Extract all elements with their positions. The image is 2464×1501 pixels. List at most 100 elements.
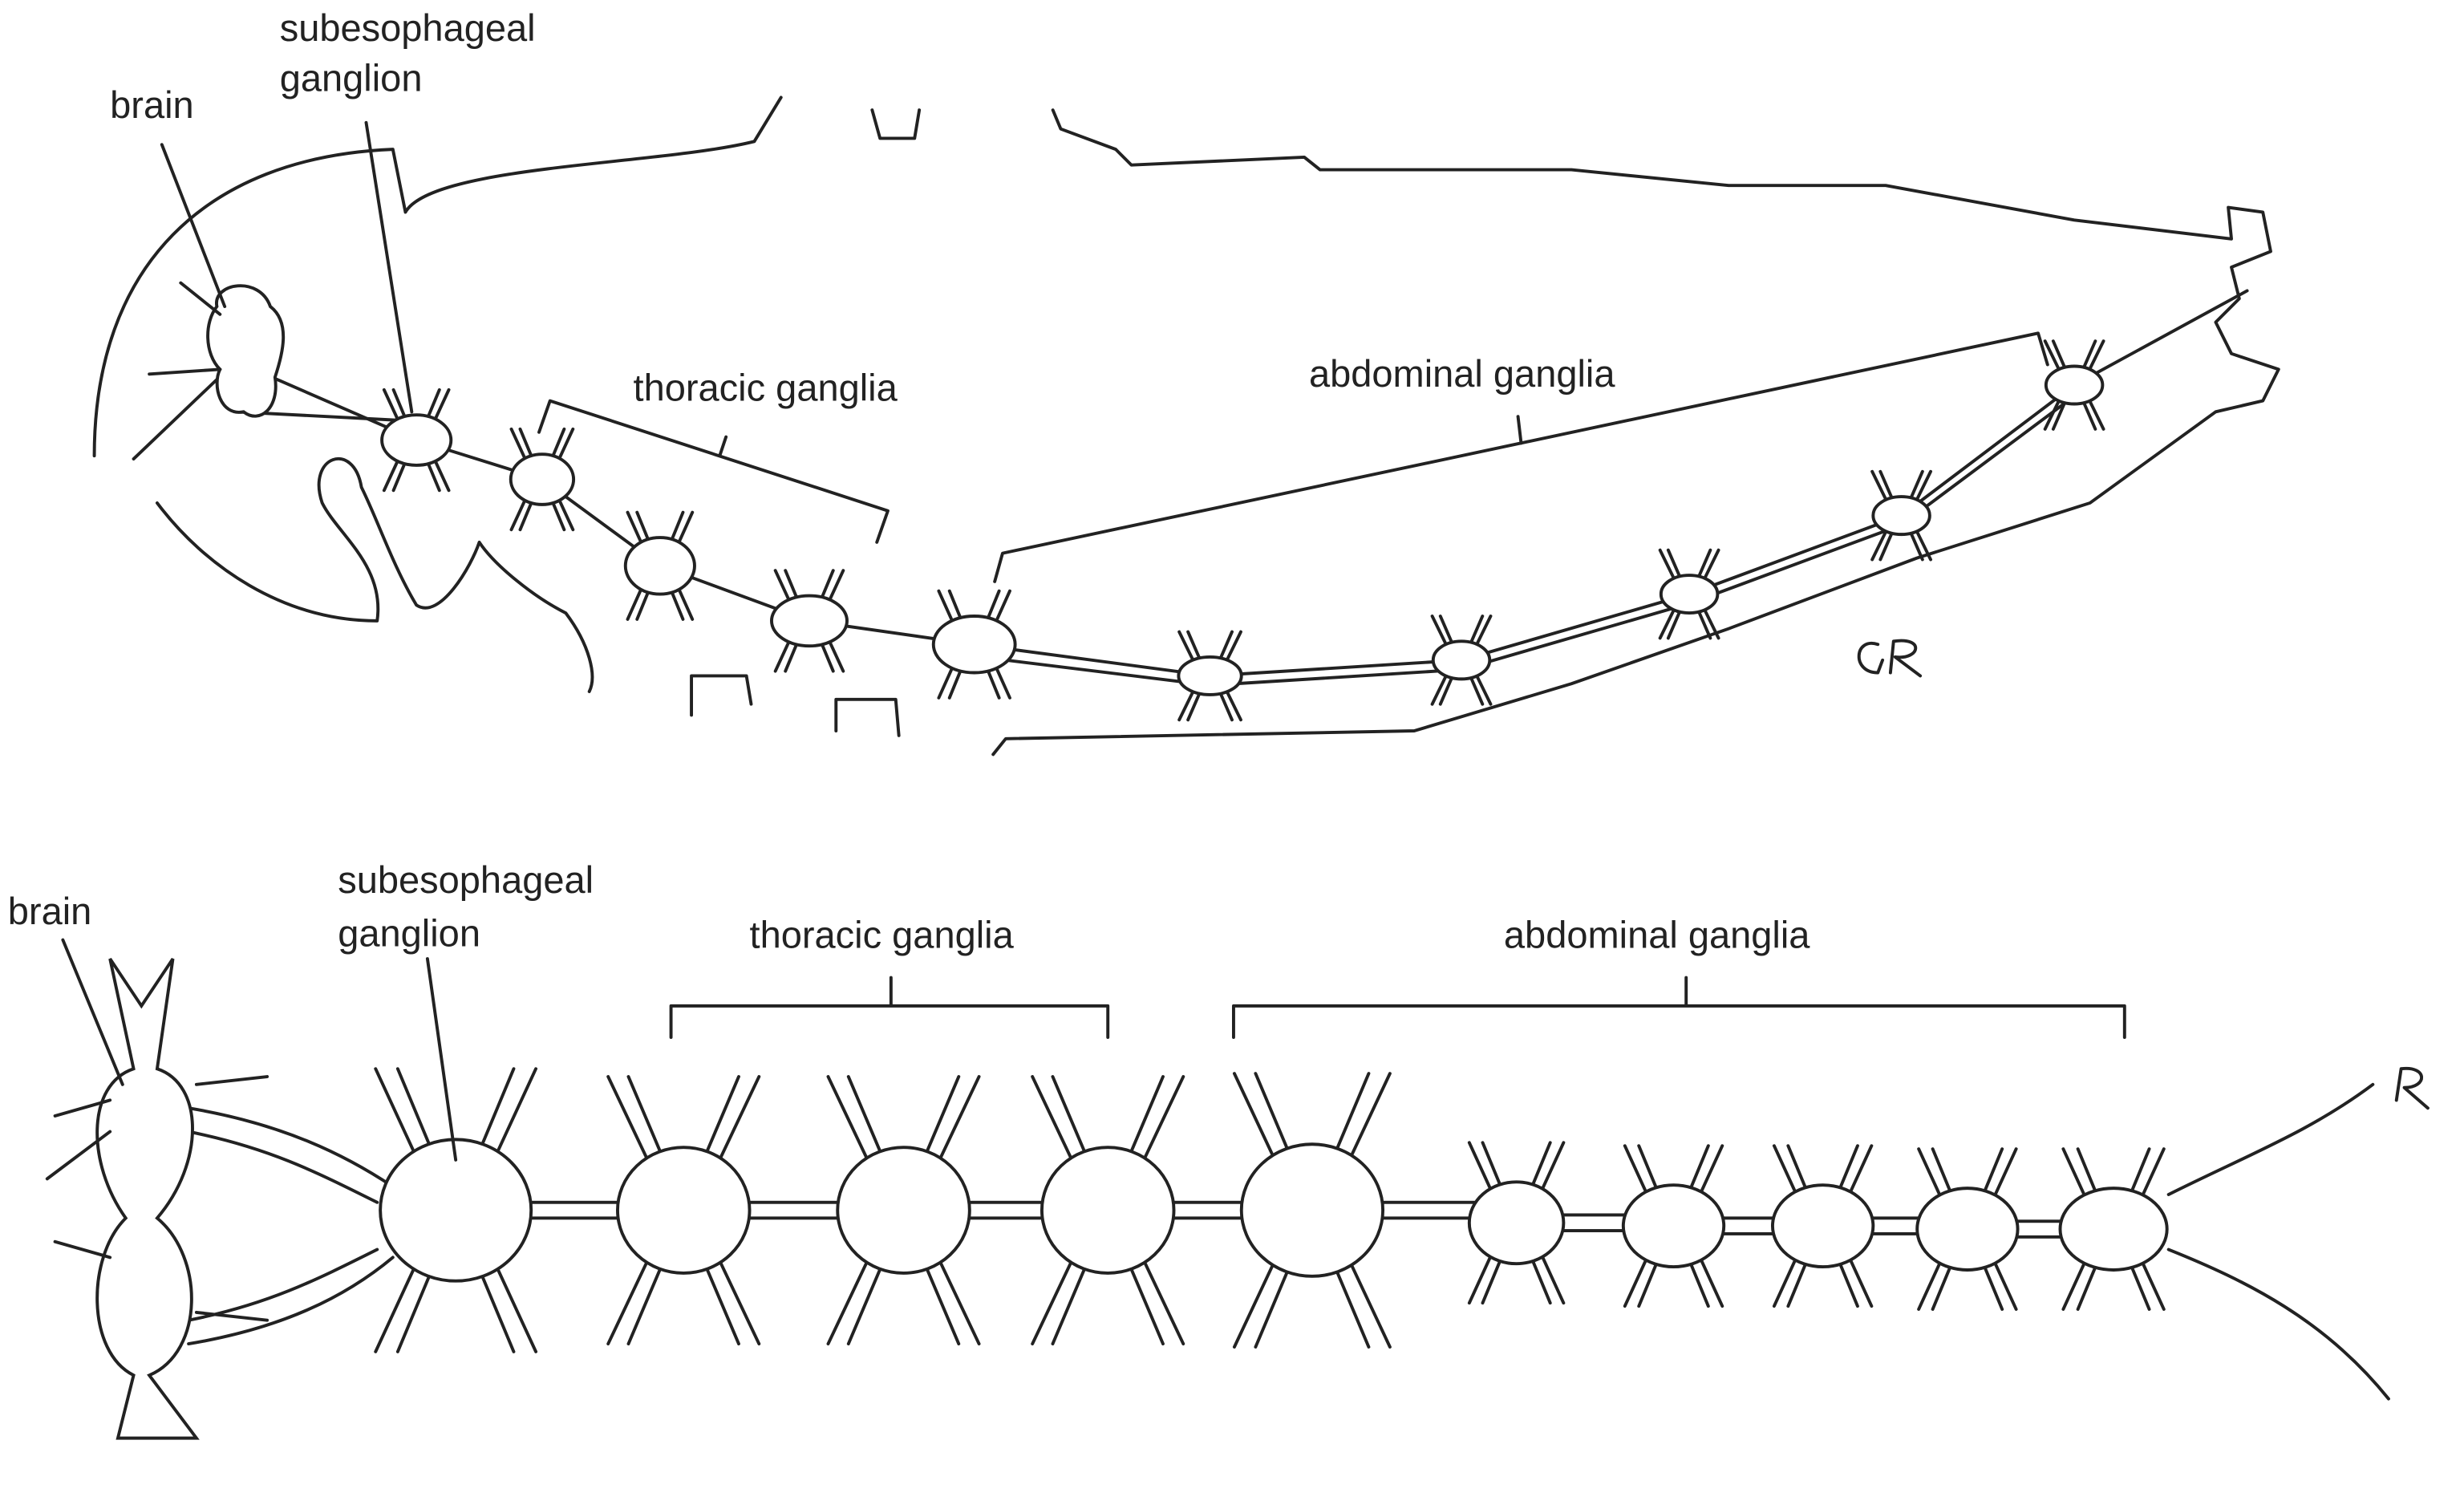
nerve-branch (1467, 1141, 1495, 1196)
nerve-branch (518, 427, 535, 461)
ganglion-body (1177, 655, 1243, 696)
nerve-branch (2076, 1147, 2100, 1199)
nerve-branch (715, 1075, 761, 1168)
nerve-branch (934, 1252, 981, 1346)
nerve-branch (1125, 1259, 1165, 1346)
nerve-branch (492, 1067, 538, 1162)
connective (1865, 1216, 1925, 1235)
nerve-branch (1232, 1255, 1279, 1349)
ganglion-body (1467, 1180, 1566, 1266)
abdominal-ganglion (931, 589, 1017, 700)
nerve-branch (2051, 398, 2068, 431)
lateral-view: brain subesophageal ganglion thoracic ga… (92, 6, 2280, 757)
nerve-branch (1623, 1252, 1651, 1308)
nerve-branch (675, 510, 695, 548)
abdominal-ganglion (2043, 339, 2105, 431)
nerve-branch (1696, 1144, 1724, 1199)
ventral-view: brain subesophageal ganglion thoracic ga… (8, 858, 2430, 1440)
cerci-nerves (2166, 1082, 2390, 1401)
nerve-branch (1139, 1075, 1185, 1168)
nerve-branch (476, 1067, 516, 1155)
nerve-branch (626, 584, 645, 621)
thoracic-ganglion (826, 1075, 981, 1346)
nerve-branch (993, 589, 1011, 627)
nerve-branch (1786, 1256, 1810, 1308)
ganglion-body (379, 1138, 533, 1283)
nerve-branch (826, 636, 845, 673)
nerve-branch (509, 427, 529, 464)
nerve-branch (1846, 1144, 1874, 1199)
nerve-branch (1331, 1261, 1371, 1349)
nerve-branch (1051, 1075, 1090, 1162)
nerve-branch (1870, 527, 1889, 562)
nerve-branch (1696, 1252, 1724, 1308)
abdominal-ganglion (2058, 1147, 2169, 1311)
nerve-branch (626, 510, 645, 548)
ganglion-body (1915, 1187, 2020, 1272)
nerve-branch (626, 1259, 666, 1346)
nerve-branch (1481, 1254, 1504, 1305)
nerve-branch (701, 1075, 740, 1162)
brain-pointer (61, 938, 124, 1086)
abdominal-bracket (993, 331, 2049, 583)
nerve-branch (1218, 630, 1234, 663)
nerve-branch (1430, 671, 1449, 706)
subesophageal-ganglion (374, 1067, 538, 1353)
nerve-branch (395, 1265, 435, 1353)
brain-shape (95, 958, 200, 1440)
nerve-branch (374, 1258, 420, 1353)
nerve-branch (432, 387, 451, 424)
abdominal-ganglion (1915, 1147, 2020, 1311)
label-abdominal-ganglia: abdominal ganglia (1309, 352, 1615, 395)
antenna-nerve (148, 281, 222, 376)
connective (962, 1200, 1050, 1220)
nerve-branch (1218, 689, 1234, 722)
nerve-branch (556, 495, 575, 532)
nerve-cord (132, 289, 2249, 678)
connective (2009, 1219, 2069, 1239)
nerve-branch (606, 1075, 653, 1168)
nerve-branch (1658, 606, 1677, 640)
nerve-branch (1687, 1144, 1710, 1195)
brain-pointer (160, 143, 227, 308)
nerve-branch (2081, 339, 2097, 372)
nerve-branch (922, 1259, 961, 1346)
nerve-branch (382, 456, 401, 493)
nerve-branch (492, 1258, 538, 1353)
nerve-branch (1538, 1141, 1566, 1196)
nerve-branch (1917, 1147, 1944, 1203)
nerve-branch (1538, 1249, 1566, 1305)
nerve-branch (1878, 469, 1895, 502)
ganglion-body (616, 1146, 752, 1275)
nerve-branch (1438, 673, 1455, 706)
nerve-branch (1666, 548, 1683, 581)
abdominal-bracket (1232, 976, 2126, 1040)
nerve-branch (1772, 1144, 1800, 1199)
nerve-branch (1623, 1144, 1651, 1199)
nerve-branch (1224, 630, 1242, 664)
thoracic-ganglion (606, 1075, 761, 1346)
ganglion-body (2058, 1187, 2169, 1272)
ventral-ganglia (45, 958, 2169, 1440)
abdominal-ganglion (1177, 630, 1243, 722)
nerve-branch (1772, 1252, 1800, 1308)
nerve-branch (1481, 1141, 1504, 1192)
nerve-branch (937, 662, 956, 700)
nerve-branch (1232, 1072, 1279, 1166)
nerve-branch (934, 1075, 981, 1168)
nerve-branch (2076, 1260, 2100, 1311)
nerve-branch (1637, 1144, 1660, 1195)
abdominal-ganglion (1658, 548, 1720, 640)
legs-stubs (690, 674, 901, 737)
nerve-branch (1031, 1252, 1077, 1346)
label-thoracic-ganglia: thoracic ganglia (634, 367, 898, 409)
ganglion-body (623, 536, 696, 596)
ganglion-body (509, 452, 576, 506)
nerve-branch (1254, 1261, 1293, 1349)
thoracic-ganglion (509, 427, 576, 532)
nerve-branch (1438, 615, 1455, 647)
connective (1716, 1216, 1781, 1235)
nerve-branch (826, 569, 845, 605)
nerve-branch (2051, 339, 2068, 372)
nerve-branch (1186, 689, 1202, 722)
